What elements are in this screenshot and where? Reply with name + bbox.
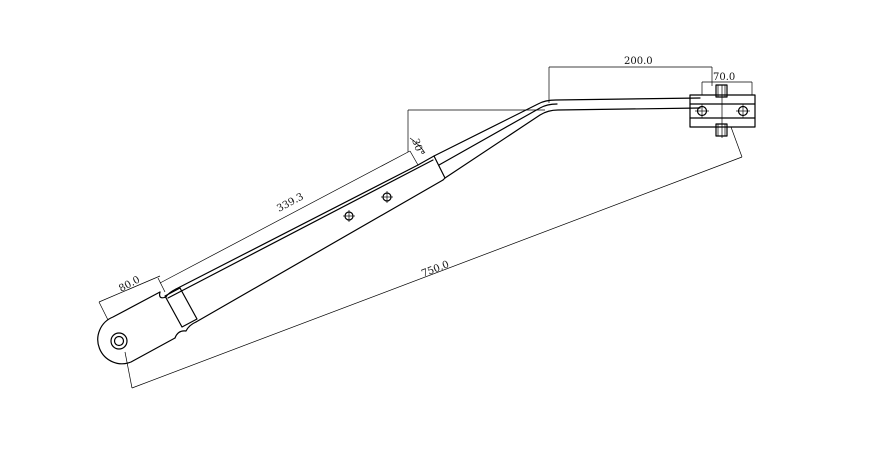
dim-arm-length: 339.3 <box>275 191 305 214</box>
dimension-lines <box>98 66 753 389</box>
dim-top-length: 200.0 <box>624 56 653 67</box>
pivot-hole <box>110 332 128 350</box>
arm-rivets <box>343 191 393 222</box>
mounting-bracket <box>689 84 756 138</box>
dim-base-width: 80.0 <box>117 274 142 294</box>
wiper-arm-outline <box>97 97 701 365</box>
dim-angle: 30° <box>409 137 425 157</box>
dim-bracket-width: 70.0 <box>713 72 735 83</box>
dim-overall-length: 750.0 <box>420 259 451 280</box>
